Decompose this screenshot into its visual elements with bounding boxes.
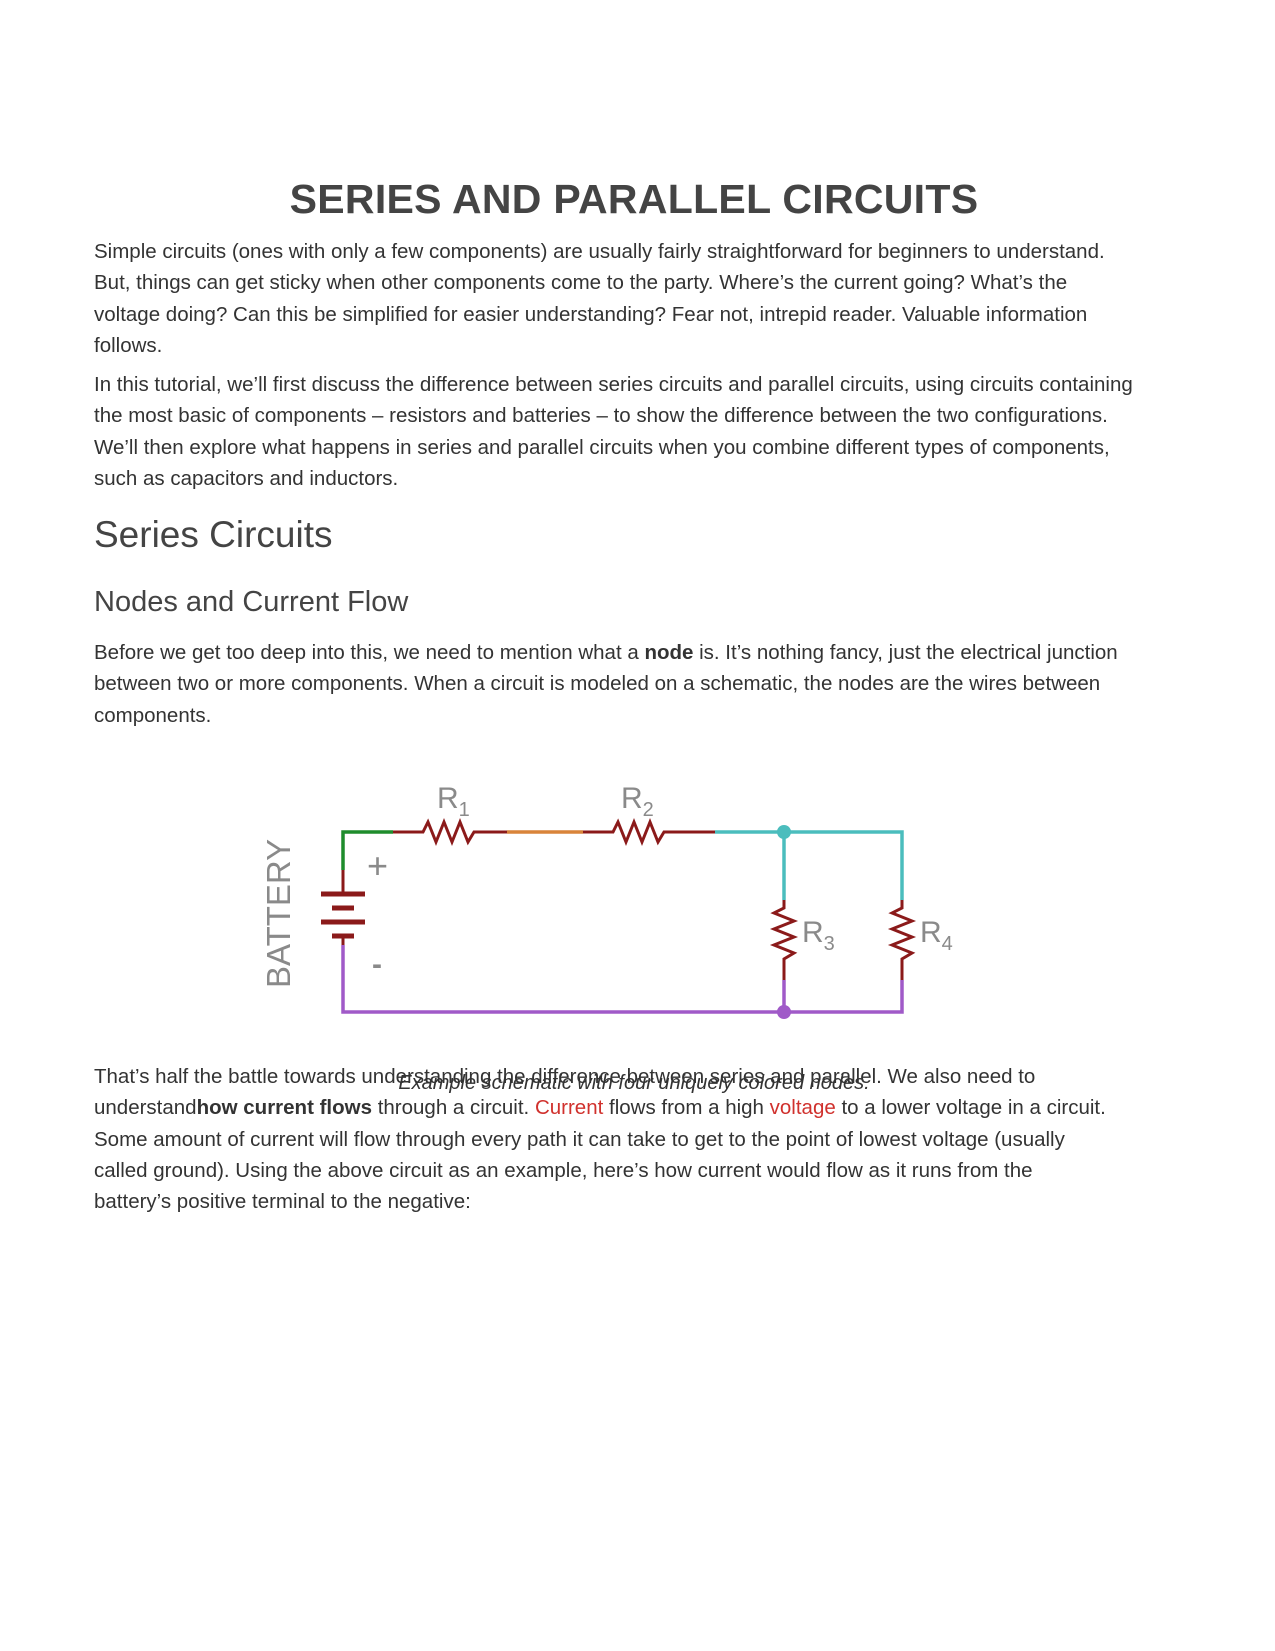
label-r4-name: R: [920, 916, 942, 949]
flow-text-2: through a circuit.: [372, 1096, 535, 1120]
figure-caption: Example schematic with four uniquely col…: [398, 1072, 870, 1094]
label-r1: R1: [437, 782, 470, 821]
node-teal-wire: [715, 830, 904, 900]
label-r1-name: R: [437, 782, 459, 815]
node-paragraph-text-2: is. It’s nothing fancy, just the electri…: [94, 641, 1118, 727]
plus-sign: +: [367, 845, 388, 886]
node-purple-junction: [777, 1005, 791, 1019]
section-heading: Series Circuits: [94, 514, 333, 555]
node-paragraph-text-1: Before we get too deep into this, we nee…: [94, 641, 645, 664]
label-r3: R3: [802, 916, 835, 955]
node-paragraph: Before we get too deep into this, we nee…: [94, 637, 1124, 731]
label-r3-sub: 3: [824, 933, 835, 955]
resistor-r1: [393, 817, 507, 847]
label-r4-sub: 4: [942, 933, 953, 955]
intro-paragraph-1: Simple circuits (ones with only a few co…: [94, 240, 1105, 357]
label-r1-sub: 1: [459, 799, 470, 821]
subsection-heading: Nodes and Current Flow: [94, 586, 409, 618]
resistor-r4: [887, 900, 917, 980]
voltage-link[interactable]: voltage: [769, 1096, 836, 1120]
node-teal-junction: [777, 825, 791, 839]
current-flow-paragraph: That’s half the battle towards understan…: [94, 1061, 1114, 1217]
resistor-r2: [583, 817, 715, 847]
label-r2-name: R: [621, 782, 643, 815]
label-r2-sub: 2: [643, 799, 654, 821]
label-r2: R2: [621, 782, 654, 821]
page-title: SERIES AND PARALLEL CIRCUITS: [289, 176, 979, 222]
label-r3-name: R: [802, 916, 824, 949]
minus-sign: -: [372, 948, 382, 981]
circuit-schematic: BATTERY + - R1 R2 R3 R4: [260, 782, 953, 1019]
current-link[interactable]: Current: [534, 1096, 604, 1120]
resistor-r3: [769, 900, 799, 980]
flow-text-1: That’s half the battle towards understan…: [94, 1065, 1036, 1120]
battery-label: BATTERY: [260, 839, 297, 988]
intro-paragraph-2: In this tutorial, we’ll first discuss th…: [94, 373, 1133, 490]
node-term: node: [644, 641, 694, 664]
node-purple-wire: [341, 945, 904, 1014]
node-green-wire: [341, 830, 393, 870]
flow-text-4: to a lower voltage in a circuit. Some am…: [94, 1096, 1106, 1214]
label-r4: R4: [920, 916, 953, 955]
flow-text-3: flows from a high: [603, 1096, 770, 1120]
flow-bold: how current flows: [196, 1096, 372, 1120]
